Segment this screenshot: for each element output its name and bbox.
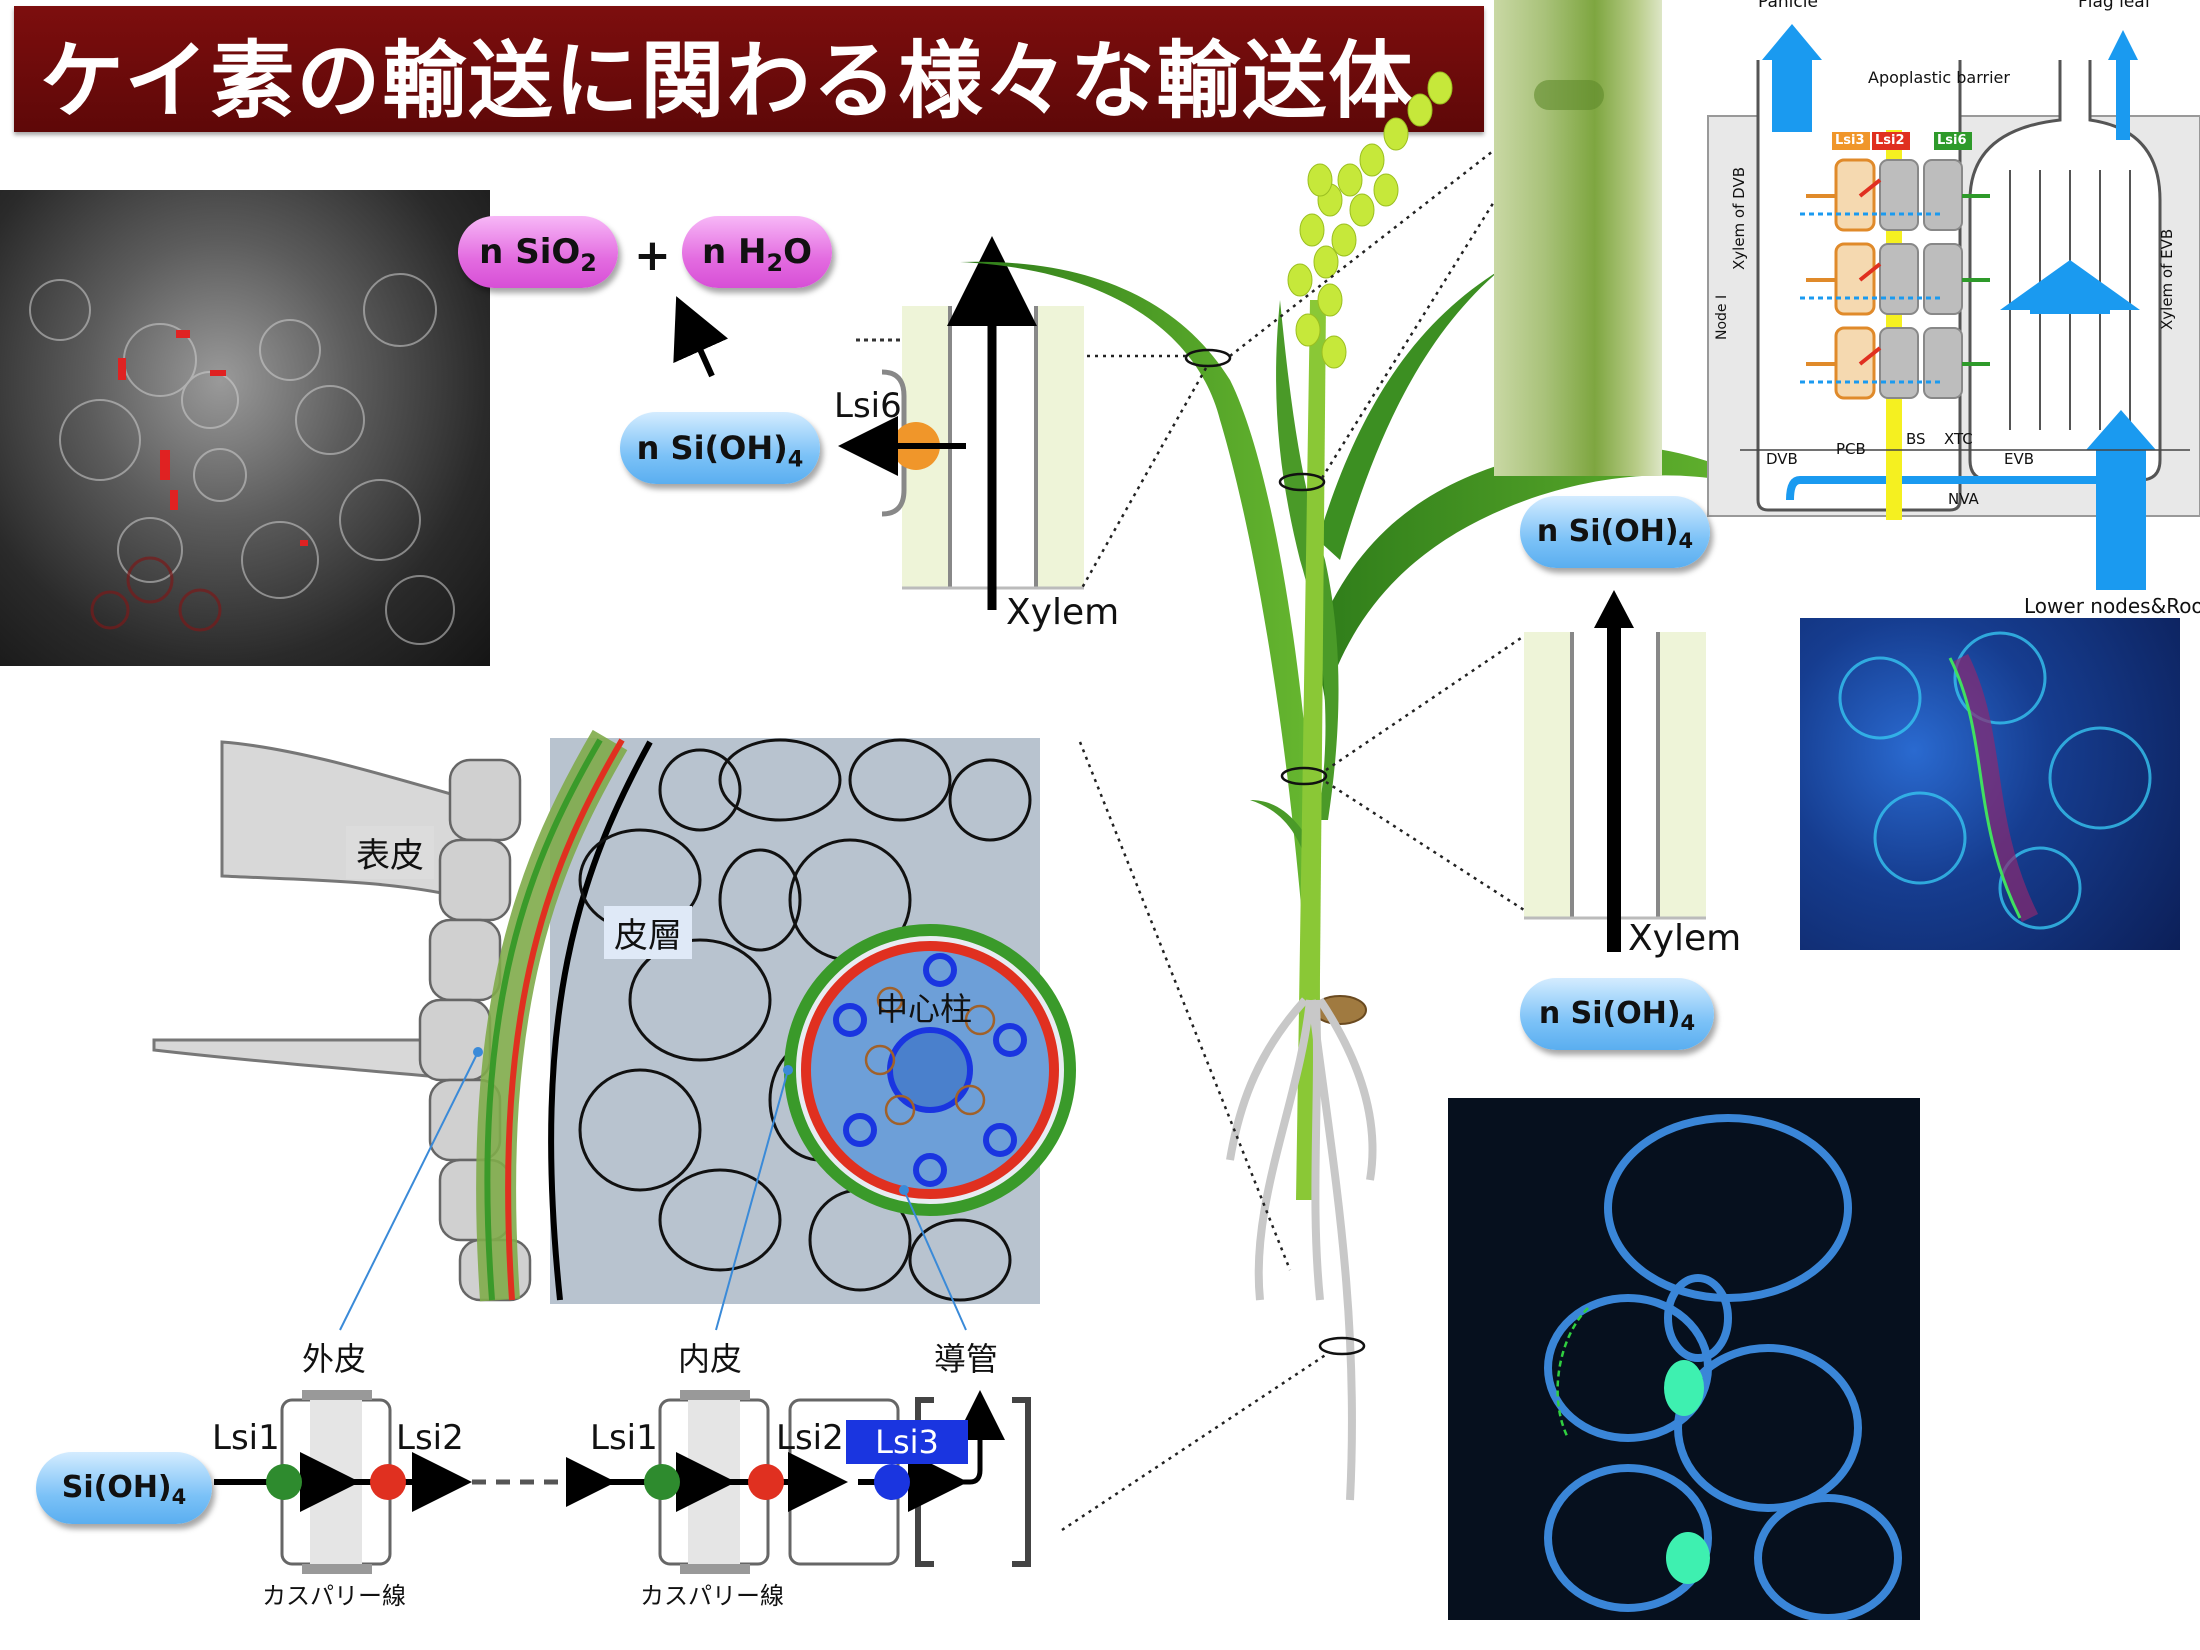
lsi1-a-transporter [266, 1464, 302, 1500]
plus-sign: + [634, 230, 671, 281]
sioh4-right-bottom-subscript: 4 [1680, 1011, 1696, 1035]
nva-label: NVA [1948, 490, 1979, 508]
right-xylem-diagram [1524, 590, 1706, 952]
sioh4-right-bottom-text: n Si(OH) [1538, 996, 1681, 1031]
sioh4-root-pill: Si(OH)4 [36, 1452, 212, 1524]
reaction-arrow [673, 296, 729, 378]
node-schematic [1707, 24, 2200, 590]
root-cross-section [152, 729, 1076, 1331]
lsi3-transporter [874, 1464, 910, 1500]
lsi1-b-label: Lsi1 [590, 1418, 658, 1458]
sio2-pill: n SiO2 [458, 216, 618, 288]
evb-label: EVB [2004, 450, 2035, 468]
xylem-label-right: Xylem [1628, 918, 1742, 959]
h2o-subscript: 2 [766, 248, 784, 277]
lsi2-b-transporter [748, 1464, 784, 1500]
xylem-label-top: Xylem [1006, 592, 1120, 633]
lower-nodes-label: Lower nodes&Roots [2024, 594, 2200, 618]
lsi1-b-transporter [644, 1464, 680, 1500]
lsi2-tag-label: Lsi2 [1875, 133, 1905, 148]
h2o-oxygen: O [783, 232, 812, 272]
fluorescence-root-photo [1448, 1098, 1920, 1620]
sioh4-right-bottom-pill: n Si(OH)4 [1520, 978, 1714, 1050]
xylem-dvb-label: Xylem of DVB [1730, 167, 1748, 270]
bs-label: BS [1906, 430, 1926, 448]
sio2-subscript: 2 [580, 248, 597, 277]
node-xylem-diagram [838, 236, 1084, 610]
h2o-pill: n H2O [682, 216, 832, 288]
lsi2-tag [1872, 132, 1910, 150]
cortex-label: 皮層 [604, 906, 692, 959]
epidermis-label: 表皮 [346, 826, 434, 879]
sioh4-top-text: n Si(OH) [636, 429, 788, 467]
stem-photo [1494, 0, 1662, 476]
casparian-strip-label-1: カスパリー線 [262, 1582, 406, 1610]
xtc-label: XTC [1944, 430, 1973, 448]
sioh4-right-top-text: n Si(OH) [1536, 514, 1679, 549]
lsi3-tag-label: Lsi3 [1835, 133, 1865, 148]
lsi2-b-label: Lsi2 [776, 1418, 844, 1458]
vessel-label: 導管 [934, 1340, 999, 1378]
xylem-evb-label: Xylem of EVB [2158, 228, 2176, 330]
endodermis-label: 内皮 [678, 1340, 743, 1378]
dvb-label: DVB [1766, 450, 1798, 468]
sioh4-top-pill: n Si(OH)4 [620, 412, 820, 484]
rice-plant [960, 71, 1790, 1532]
pcb-label: PCB [1836, 440, 1866, 458]
sio2-text: n SiO [479, 232, 581, 272]
h2o-text: n H [702, 232, 767, 272]
stele-label: 中心柱 [876, 990, 973, 1028]
casparian-strip-label-2: カスパリー線 [640, 1582, 784, 1610]
apoplastic-barrier-label: Apoplastic barrier [1868, 68, 2010, 87]
sioh4-right-top-subscript: 4 [1678, 529, 1694, 553]
sioh4-root-text: Si(OH) [61, 1470, 172, 1505]
lsi3-tag [1832, 132, 1870, 150]
lsi6-tag [1934, 132, 1972, 150]
page-title: ケイ素の輸送に関わる様々な輸送体 [40, 32, 1415, 130]
lsi6-label: Lsi6 [834, 386, 902, 426]
lsi1-a-label: Lsi1 [212, 1418, 280, 1458]
node-i-label: Node I [1714, 294, 1730, 340]
fluorescence-node-photo [1800, 618, 2180, 950]
lsi6-tag-label: Lsi6 [1937, 133, 1967, 148]
sioh4-right-top-pill: n Si(OH)4 [1520, 496, 1710, 568]
microscopy-root-section [0, 190, 490, 666]
title-bar [14, 6, 1484, 132]
exodermis-label: 外皮 [302, 1340, 367, 1378]
panicle-label: Panicle [1758, 0, 1818, 12]
lsi3-label: Lsi3 [846, 1420, 968, 1464]
sioh4-top-subscript: 4 [787, 446, 804, 473]
transporter-schematic [214, 1390, 1031, 1574]
sioh4-root-subscript: 4 [171, 1485, 187, 1509]
flag-leaf-label: Flag leaf [2078, 0, 2151, 12]
lsi2-a-label: Lsi2 [396, 1418, 464, 1458]
lsi2-a-transporter [370, 1464, 406, 1500]
